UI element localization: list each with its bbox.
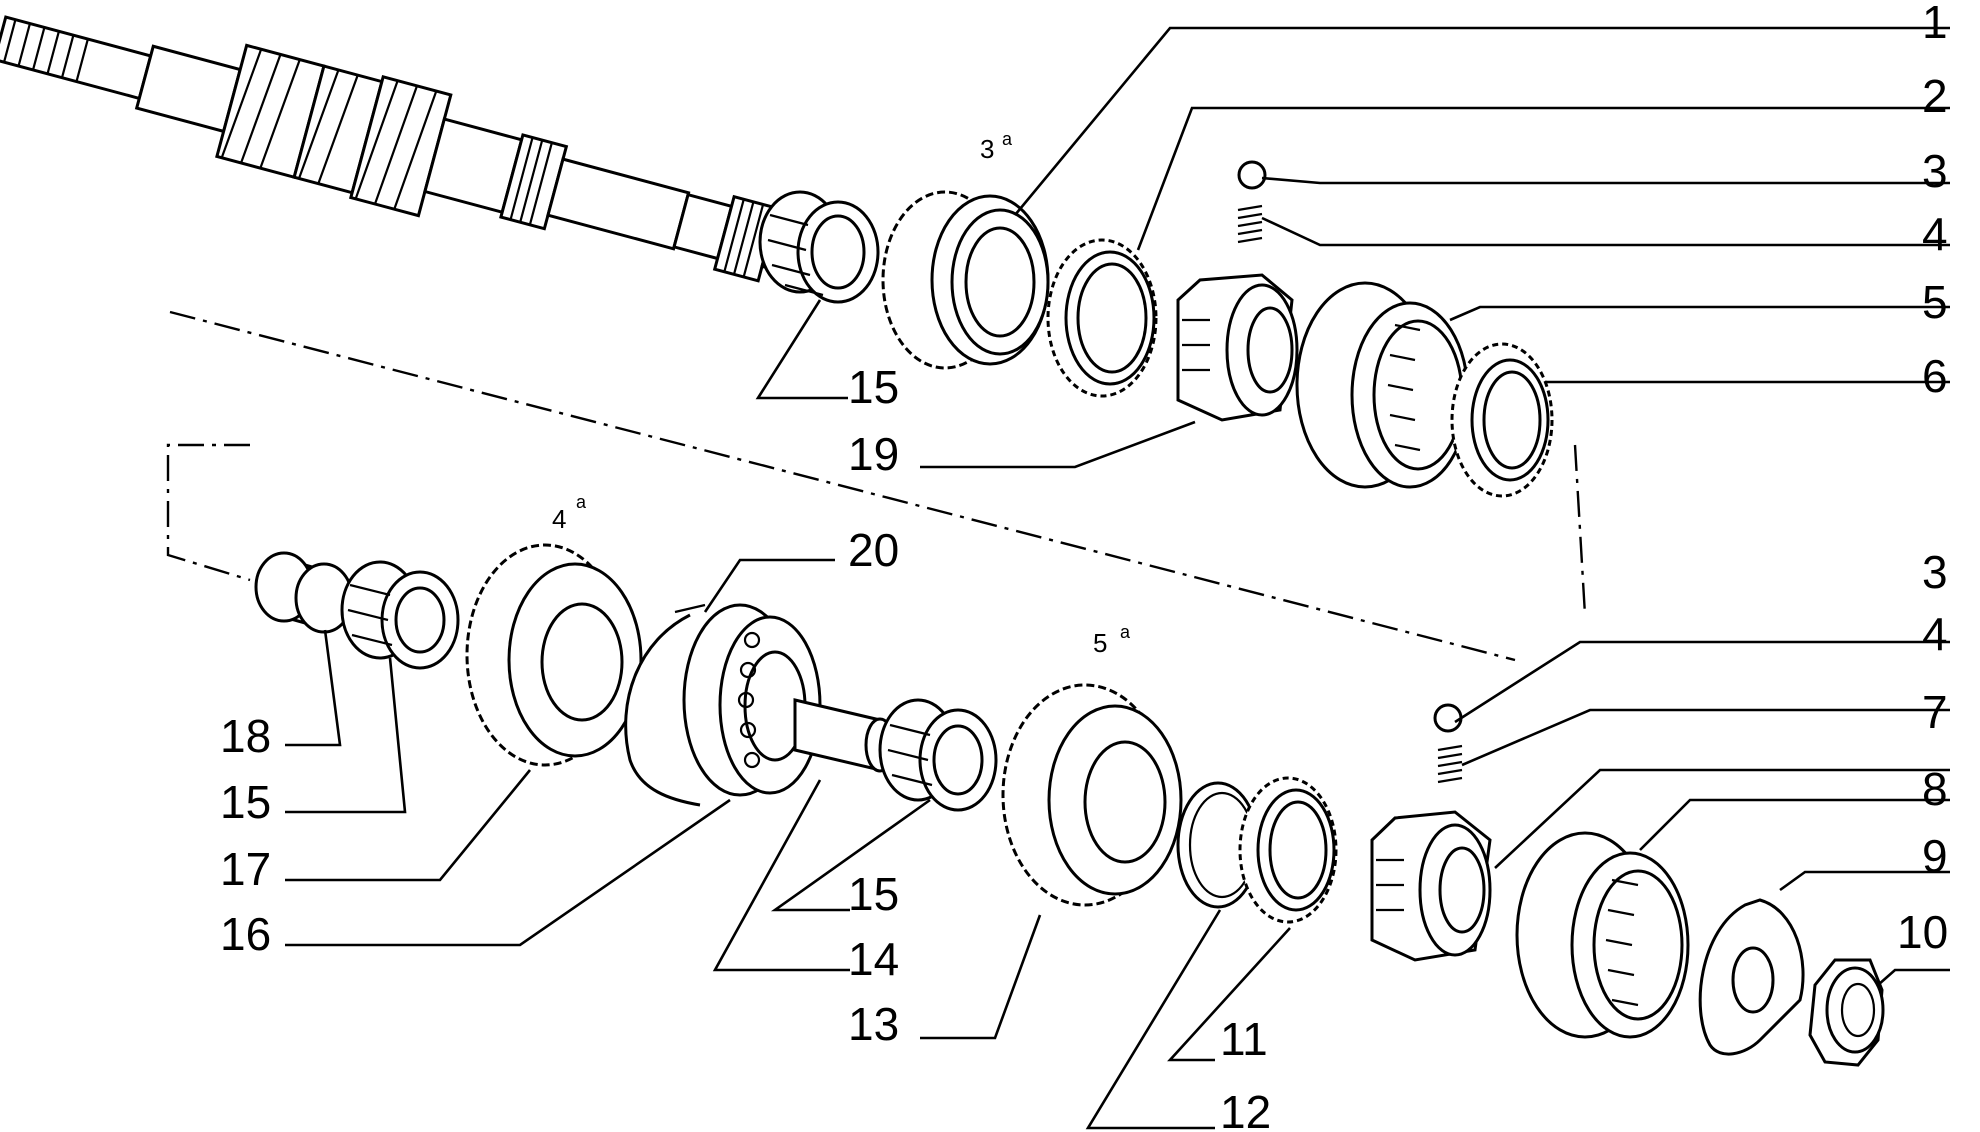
callout-4-bottom: 4 [1922,608,1948,660]
callout-labels: 1 2 3 4 5 6 15 19 20 3 4 7 8 9 10 18 15 … [220,0,1948,1132]
needle-bearing-top [758,190,880,304]
gear-tag-fifth: 5 a [1093,622,1131,658]
bushing-18 [254,551,354,634]
synchro-hub-7 [1370,810,1492,962]
callout-11: 11 [1220,1013,1268,1065]
sliding-sleeve-8 [1515,831,1690,1039]
fourth-speed-gear [465,543,643,767]
third-speed-gear [881,190,1050,370]
leader-lines [285,26,1950,1130]
callout-18: 18 [220,710,271,762]
detent-ball-top [1237,160,1267,190]
callout-9: 9 [1922,830,1948,882]
nut-10 [1808,958,1885,1067]
synchro-ring-2 [1046,238,1158,398]
callout-2: 2 [1922,70,1948,122]
detent-ball-bottom [1433,703,1463,733]
needle-bearing-bottom-left [340,560,460,670]
callout-17: 17 [220,843,271,895]
circlip-20 [624,603,706,807]
callout-16: 16 [220,908,271,960]
gear-tag-fourth-number: 4 [552,504,566,534]
callout-10: 10 [1897,906,1948,958]
callout-15-top: 15 [848,361,899,413]
synchro-ring-6 [1450,342,1554,498]
callout-3-bottom: 3 [1922,546,1948,598]
callout-5: 5 [1922,276,1948,328]
gear-tag-fifth-suffix: a [1120,622,1131,642]
callout-6: 6 [1922,350,1948,402]
sliding-sleeve-5 [1295,281,1470,489]
fifth-speed-gear [1001,683,1183,907]
callout-14: 14 [848,933,899,985]
gear-tag-third-suffix: a [1002,129,1013,149]
synchro-ring-11 [1238,776,1338,924]
detent-spring-top [1237,204,1263,244]
callout-4-top: 4 [1922,208,1948,260]
callout-13: 13 [848,998,899,1050]
gear-tag-third: 3 a [980,129,1013,164]
callout-8: 8 [1922,763,1948,815]
gear-tag-fifth-number: 5 [1093,628,1107,658]
thrust-plate-9 [1698,898,1805,1056]
callout-7: 7 [1922,686,1948,738]
callout-3-top: 3 [1922,145,1948,197]
gear-tag-third-number: 3 [980,134,994,164]
callout-19: 19 [848,428,899,480]
needle-bearing-bottom-mid [878,698,998,812]
callout-15-bottom-mid: 15 [848,868,899,920]
gear-tag-fourth: 4 a [552,492,587,534]
detent-spring-bottom [1437,744,1463,784]
callout-15-bottom-left: 15 [220,776,271,828]
callout-12: 12 [1220,1086,1271,1132]
synchro-hub-19 [1176,273,1299,422]
callout-20: 20 [848,524,899,576]
main-shaft [0,15,834,283]
assembly-centerline [166,310,1587,662]
gear-tag-fourth-suffix: a [576,492,587,512]
callout-1: 1 [1922,0,1948,48]
